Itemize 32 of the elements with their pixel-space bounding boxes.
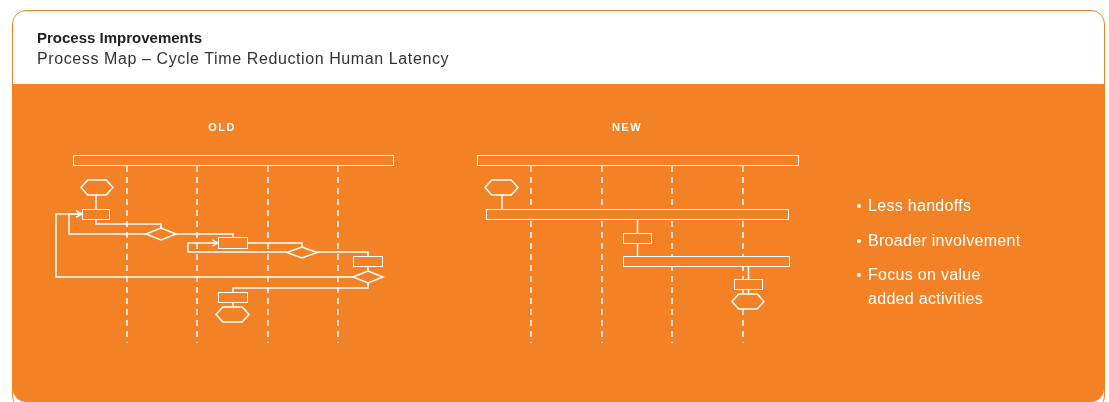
- swimlane-bar: [73, 155, 394, 166]
- process-box: [623, 233, 652, 244]
- connector-line: [175, 233, 234, 238]
- bullet-text: Broader involvement: [868, 231, 1022, 251]
- title: Process Improvements: [37, 29, 203, 46]
- connector-line: [316, 251, 369, 257]
- connector-line: [95, 219, 162, 229]
- process-box: [218, 237, 248, 249]
- connector-line: [501, 194, 503, 210]
- arrow: [55, 210, 354, 278]
- connector-line: [747, 289, 750, 295]
- process-box: [734, 279, 763, 290]
- section-heading: NEW: [610, 121, 644, 133]
- swimlane-bar: [623, 256, 790, 267]
- bullet-text: Focus on value added activities: [868, 265, 985, 309]
- swimlane-bar: [486, 209, 789, 220]
- decision-diamond: [353, 271, 383, 283]
- decision-diamond: [146, 228, 176, 240]
- decision-diamond: [287, 247, 317, 258]
- subtitle: Process Map – Cycle Time Reduction Human Latency: [37, 50, 450, 68]
- swimlane-bar: [477, 155, 799, 166]
- connector-line: [232, 282, 369, 293]
- process-box: [218, 292, 248, 303]
- connector-line: [232, 302, 234, 308]
- process-box: [353, 256, 383, 267]
- bullet-text: Less handoffs: [868, 196, 973, 216]
- connector-line: [247, 242, 303, 248]
- section-heading: OLD: [207, 121, 237, 133]
- connector-line: [95, 194, 97, 210]
- arrow: [187, 239, 288, 253]
- connector-line: [367, 266, 369, 272]
- process-box: [82, 209, 110, 220]
